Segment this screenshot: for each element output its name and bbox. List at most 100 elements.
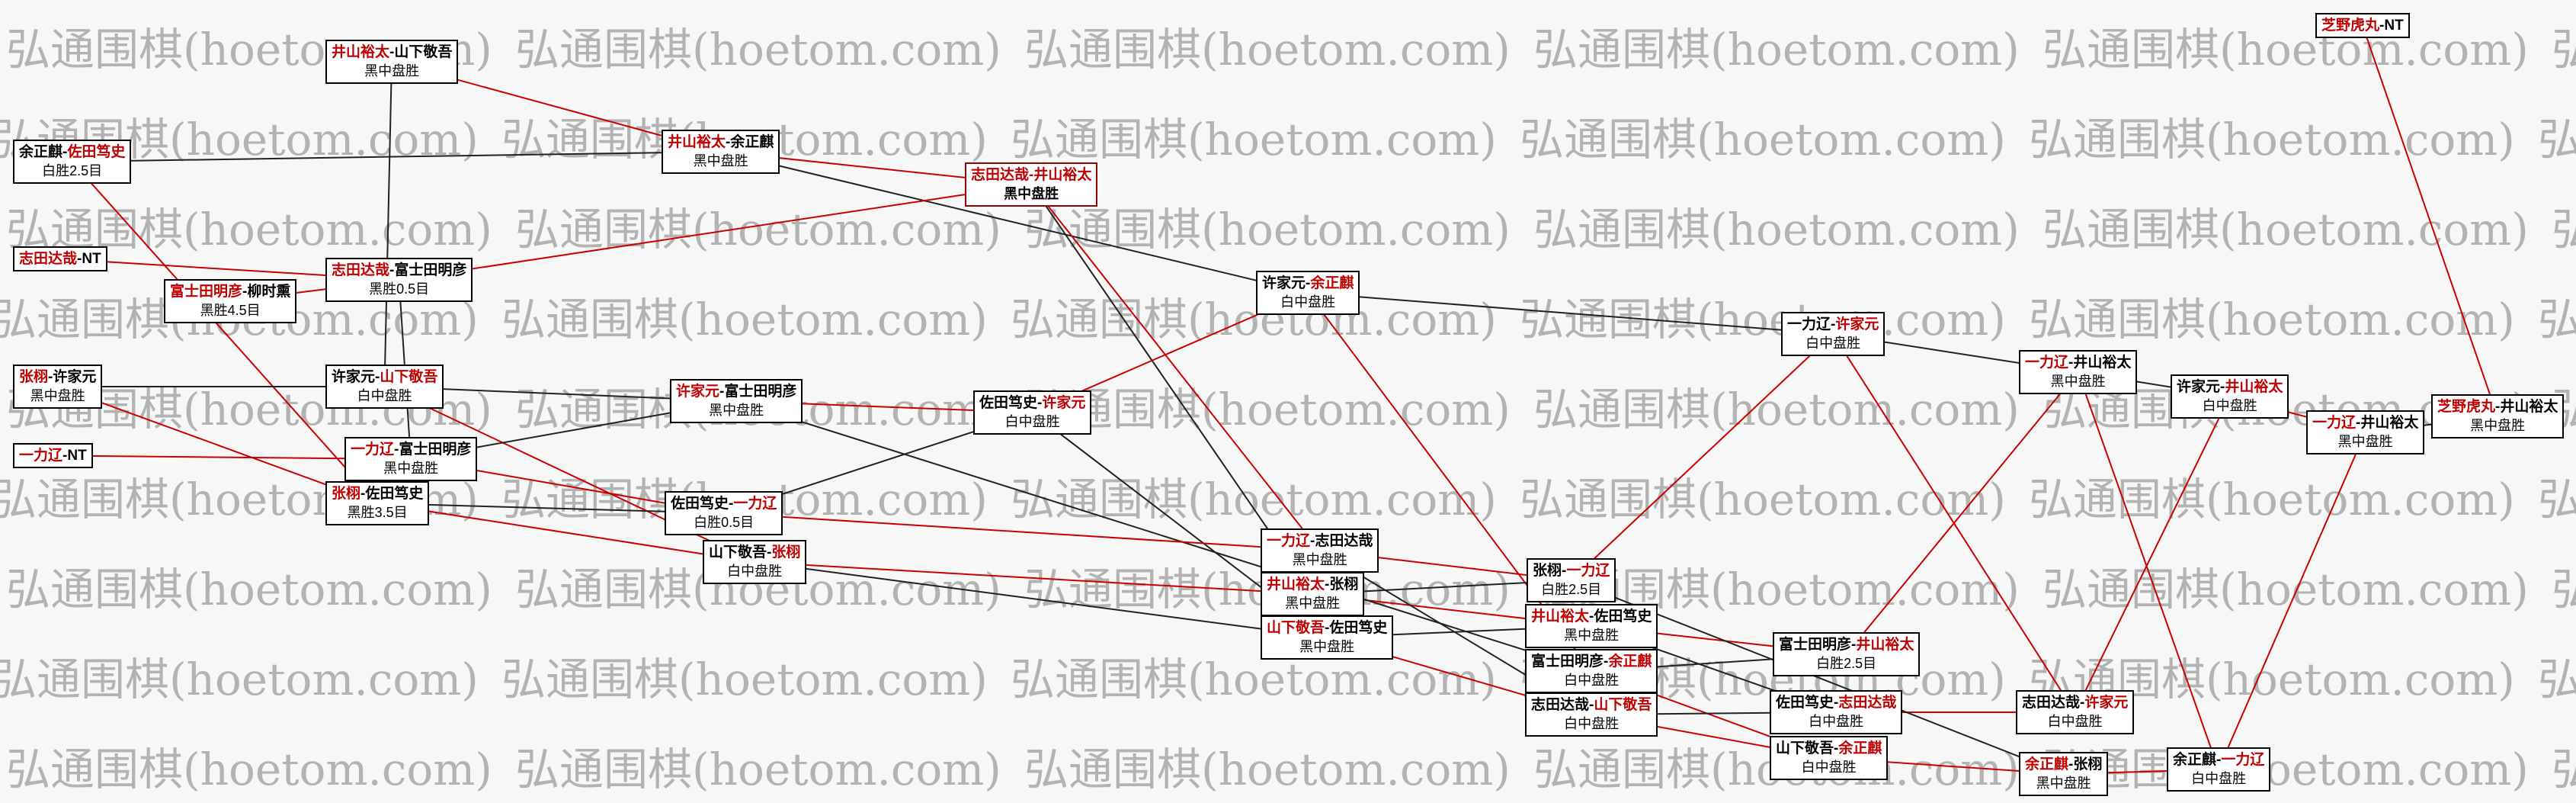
result-text: 白胜2.5目	[42, 163, 103, 178]
player2-name: 井山裕太	[2500, 399, 2558, 415]
player2-name: 张栩	[1329, 577, 1359, 593]
player2-name: 许家元	[1042, 395, 1086, 411]
player1-name: 井山裕太	[668, 134, 726, 150]
vs-dash: -	[1831, 316, 1836, 332]
watermark-text: 弘通围棋(hoetom.com)	[2538, 474, 2576, 525]
matchup-line: 许家元-山下敬吾	[332, 368, 437, 387]
watermark-text: 弘通围棋(hoetom.com)	[2029, 294, 2515, 345]
matchup-line: 一力辽-井山裕太	[2025, 353, 2131, 372]
game-box-b26[interactable]: 佐田笃史-志田达哉白中盘胜	[1770, 690, 1903, 734]
game-box-b13[interactable]: 佐田笃史-一力辽白胜0.5目	[665, 491, 783, 535]
game-box-b24[interactable]: 志田达哉-山下敬吾白中盘胜	[1525, 692, 1658, 737]
game-box-b30[interactable]: 许家元-井山裕太白中盘胜	[2171, 374, 2289, 419]
connector-line-b14-b20	[754, 561, 1328, 638]
player1-name: 山下敬吾	[1776, 740, 1834, 756]
connector-line-b21-b28	[1570, 333, 1834, 581]
watermark-text: 弘通围棋(hoetom.com)	[515, 24, 1001, 75]
vs-dash: -	[2356, 415, 2361, 431]
player2-name: 一力辽	[2221, 752, 2265, 768]
result-text: 白中盘胜	[1004, 414, 1060, 429]
matchup-line: 山下敬吾-佐田笃史	[1267, 618, 1387, 638]
matchup-line: 许家元-余正麒	[1262, 274, 1354, 293]
game-box-b5[interactable]: 张栩-许家元黑中盘胜	[13, 365, 103, 409]
matchup-line: 井山裕太-山下敬吾	[332, 43, 452, 62]
player1-name: 一力辽	[351, 442, 395, 458]
game-box-b31[interactable]: 一力辽-井山裕太黑中盘胜	[2306, 410, 2425, 454]
game-box-b9[interactable]: 一力辽-富士田明彦黑中盘胜	[344, 437, 478, 481]
matchup-line: 张栩-一力辽	[1533, 561, 1610, 580]
game-box-b2[interactable]: 余正麒-佐田笃史白胜2.5目	[13, 140, 132, 184]
game-box-b27[interactable]: 山下敬吾-余正麒白中盘胜	[1770, 736, 1889, 780]
player2-name: 井山裕太	[2225, 379, 2283, 395]
game-box-b35[interactable]: 余正麒-张栩黑中盘胜	[2019, 752, 2109, 796]
game-box-b10[interactable]: 张栩-佐田笃史黑胜3.5目	[325, 481, 430, 525]
game-box-b4[interactable]: 富士田明彦-柳时熏黑胜4.5目	[164, 279, 297, 323]
player1-name: 山下敬吾	[709, 544, 767, 560]
game-box-b3[interactable]: 志田达哉-NT	[13, 246, 107, 271]
player1-name: 许家元	[2177, 379, 2221, 395]
watermark-text: 弘通围棋(hoetom.com)	[6, 564, 492, 615]
game-box-b33[interactable]: 芝野虎丸-井山裕太黑中盘胜	[2431, 394, 2565, 438]
result-text: 黑胜3.5目	[347, 505, 408, 520]
vs-dash: -	[1834, 695, 1839, 711]
game-box-b29[interactable]: 一力辽-井山裕太黑中盘胜	[2019, 350, 2138, 394]
player2-name: 余正麒	[730, 134, 774, 150]
vs-dash: -	[389, 262, 395, 278]
result-text: 黑中盘胜	[2337, 434, 2393, 449]
game-box-b36[interactable]: 余正麒-一力辽白中盘胜	[2167, 747, 2271, 792]
player2-name: 富士田明彦	[394, 262, 467, 278]
game-box-b16[interactable]: 佐田笃史-许家元白中盘胜	[973, 390, 1092, 435]
vs-dash: -	[2068, 756, 2074, 772]
game-box-b22[interactable]: 井山裕太-佐田笃史黑中盘胜	[1525, 604, 1658, 648]
game-box-b32[interactable]: 芝野虎丸-NT	[2315, 13, 2410, 38]
game-box-b34[interactable]: 志田达哉-许家元白中盘胜	[2016, 690, 2135, 734]
game-box-b19[interactable]: 井山裕太-张栩黑中盘胜	[1261, 572, 1365, 616]
watermark-text: 弘通围棋(hoetom.com)	[1533, 24, 2020, 75]
game-box-b6[interactable]: 一力辽-NT	[13, 443, 93, 468]
game-box-b15[interactable]: 志田达哉-井山裕太黑中盘胜	[965, 162, 1098, 207]
game-box-b20[interactable]: 山下敬吾-佐田笃史黑中盘胜	[1261, 615, 1394, 660]
player1-name: 志田达哉	[2022, 695, 2081, 711]
connector-line-b1-b8	[383, 61, 392, 387]
game-box-b21[interactable]: 张栩-一力辽白胜2.5目	[1527, 558, 1616, 602]
game-box-b12[interactable]: 许家元-富士田明彦黑中盘胜	[670, 379, 803, 423]
game-box-b7[interactable]: 志田达哉-富士田明彦黑胜0.5目	[325, 258, 473, 302]
player2-name: 佐田笃史	[365, 486, 424, 502]
connector-line-b25-b29	[1845, 371, 2079, 655]
connector-line-b28-b34	[1832, 333, 2076, 713]
matchup-line: 井山裕太-佐田笃史	[1531, 607, 1652, 626]
game-box-b28[interactable]: 一力辽-许家元白中盘胜	[1781, 312, 1886, 356]
watermark-text: 弘通围棋(hoetom.com)	[1011, 294, 1497, 345]
watermark-text: 弘通围棋(hoetom.com)	[1011, 114, 1497, 165]
game-box-b25[interactable]: 富士田明彦-井山裕太白胜2.5目	[1773, 632, 1921, 676]
result-text: 白中盘胜	[1564, 716, 1620, 731]
game-box-b17[interactable]: 许家元-余正麒白中盘胜	[1256, 271, 1360, 315]
player1-name: 井山裕太	[1267, 577, 1325, 593]
game-box-b14[interactable]: 山下敬吾-张栩白中盘胜	[703, 540, 807, 584]
player1-name: 一力辽	[1787, 316, 1831, 332]
watermark-text: 弘通围棋(hoetom.com)	[2552, 564, 2576, 615]
player1-name: 一力辽	[19, 448, 63, 464]
player2-name: 山下敬吾	[1594, 697, 1652, 713]
game-box-b11[interactable]: 井山裕太-余正麒黑中盘胜	[662, 130, 780, 174]
connector-line-b11-b17	[720, 151, 1309, 294]
matchup-line: 许家元-井山裕太	[2177, 377, 2283, 397]
player1-name: 志田达哉	[1531, 697, 1590, 713]
game-box-b23[interactable]: 富士田明彦-余正麒白中盘胜	[1525, 649, 1658, 693]
matchup-line: 一力辽-NT	[19, 446, 87, 465]
player1-name: 山下敬吾	[1267, 620, 1325, 636]
game-box-b18[interactable]: 一力辽-志田达哉黑中盘胜	[1261, 528, 1379, 573]
matchup-line: 富士田明彦-余正麒	[1531, 652, 1652, 671]
result-text: 黑胜4.5目	[200, 303, 261, 318]
result-text: 黑胜0.5目	[369, 281, 430, 297]
vs-dash: -	[726, 134, 731, 150]
player2-name: NT	[82, 251, 101, 267]
watermark-text: 弘通围棋(hoetom.com)	[2538, 654, 2576, 705]
game-box-b1[interactable]: 井山裕太-山下敬吾黑中盘胜	[325, 40, 459, 84]
watermark-text: 弘通围棋(hoetom.com)	[501, 654, 988, 705]
player1-name: 余正麒	[2173, 752, 2217, 768]
vs-dash: -	[48, 369, 53, 385]
player1-name: 井山裕太	[332, 44, 390, 60]
game-box-b8[interactable]: 许家元-山下敬吾白中盘胜	[325, 365, 444, 409]
